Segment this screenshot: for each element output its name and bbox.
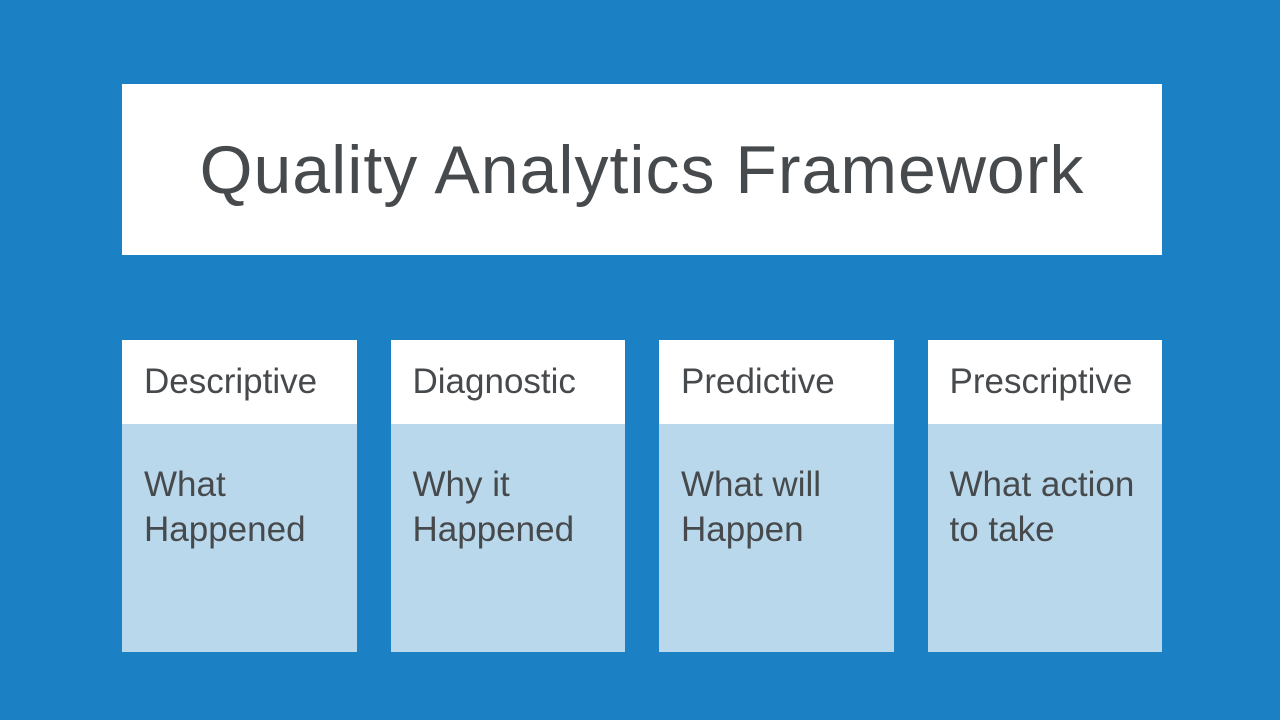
card-header: Diagnostic — [390, 340, 625, 424]
card-predictive: Predictive What will Happen — [659, 340, 894, 652]
card-body-label: Why it Happened — [412, 465, 575, 549]
cards-row: Descriptive What Happened Diagnostic Why… — [122, 340, 1162, 652]
card-body-label: What will Happen — [681, 465, 822, 549]
card-body: What will Happen — [659, 424, 894, 652]
card-header: Predictive — [659, 340, 894, 424]
card-body: What Happened — [122, 424, 357, 652]
title-box: Quality Analytics Framework — [122, 84, 1162, 255]
card-body-label: What action to take — [949, 465, 1135, 549]
card-header-label: Descriptive — [144, 362, 318, 401]
card-body: What action to take — [927, 424, 1162, 652]
card-header-label: Diagnostic — [412, 362, 576, 401]
slide-title: Quality Analytics Framework — [199, 131, 1085, 208]
card-descriptive: Descriptive What Happened — [122, 340, 357, 652]
card-diagnostic: Diagnostic Why it Happened — [390, 340, 625, 652]
card-header: Prescriptive — [927, 340, 1162, 424]
card-header-label: Predictive — [681, 362, 835, 401]
card-body: Why it Happened — [390, 424, 625, 652]
card-prescriptive: Prescriptive What action to take — [927, 340, 1162, 652]
card-header-label: Prescriptive — [949, 362, 1133, 401]
card-body-label: What Happened — [144, 465, 306, 549]
card-header: Descriptive — [122, 340, 357, 424]
